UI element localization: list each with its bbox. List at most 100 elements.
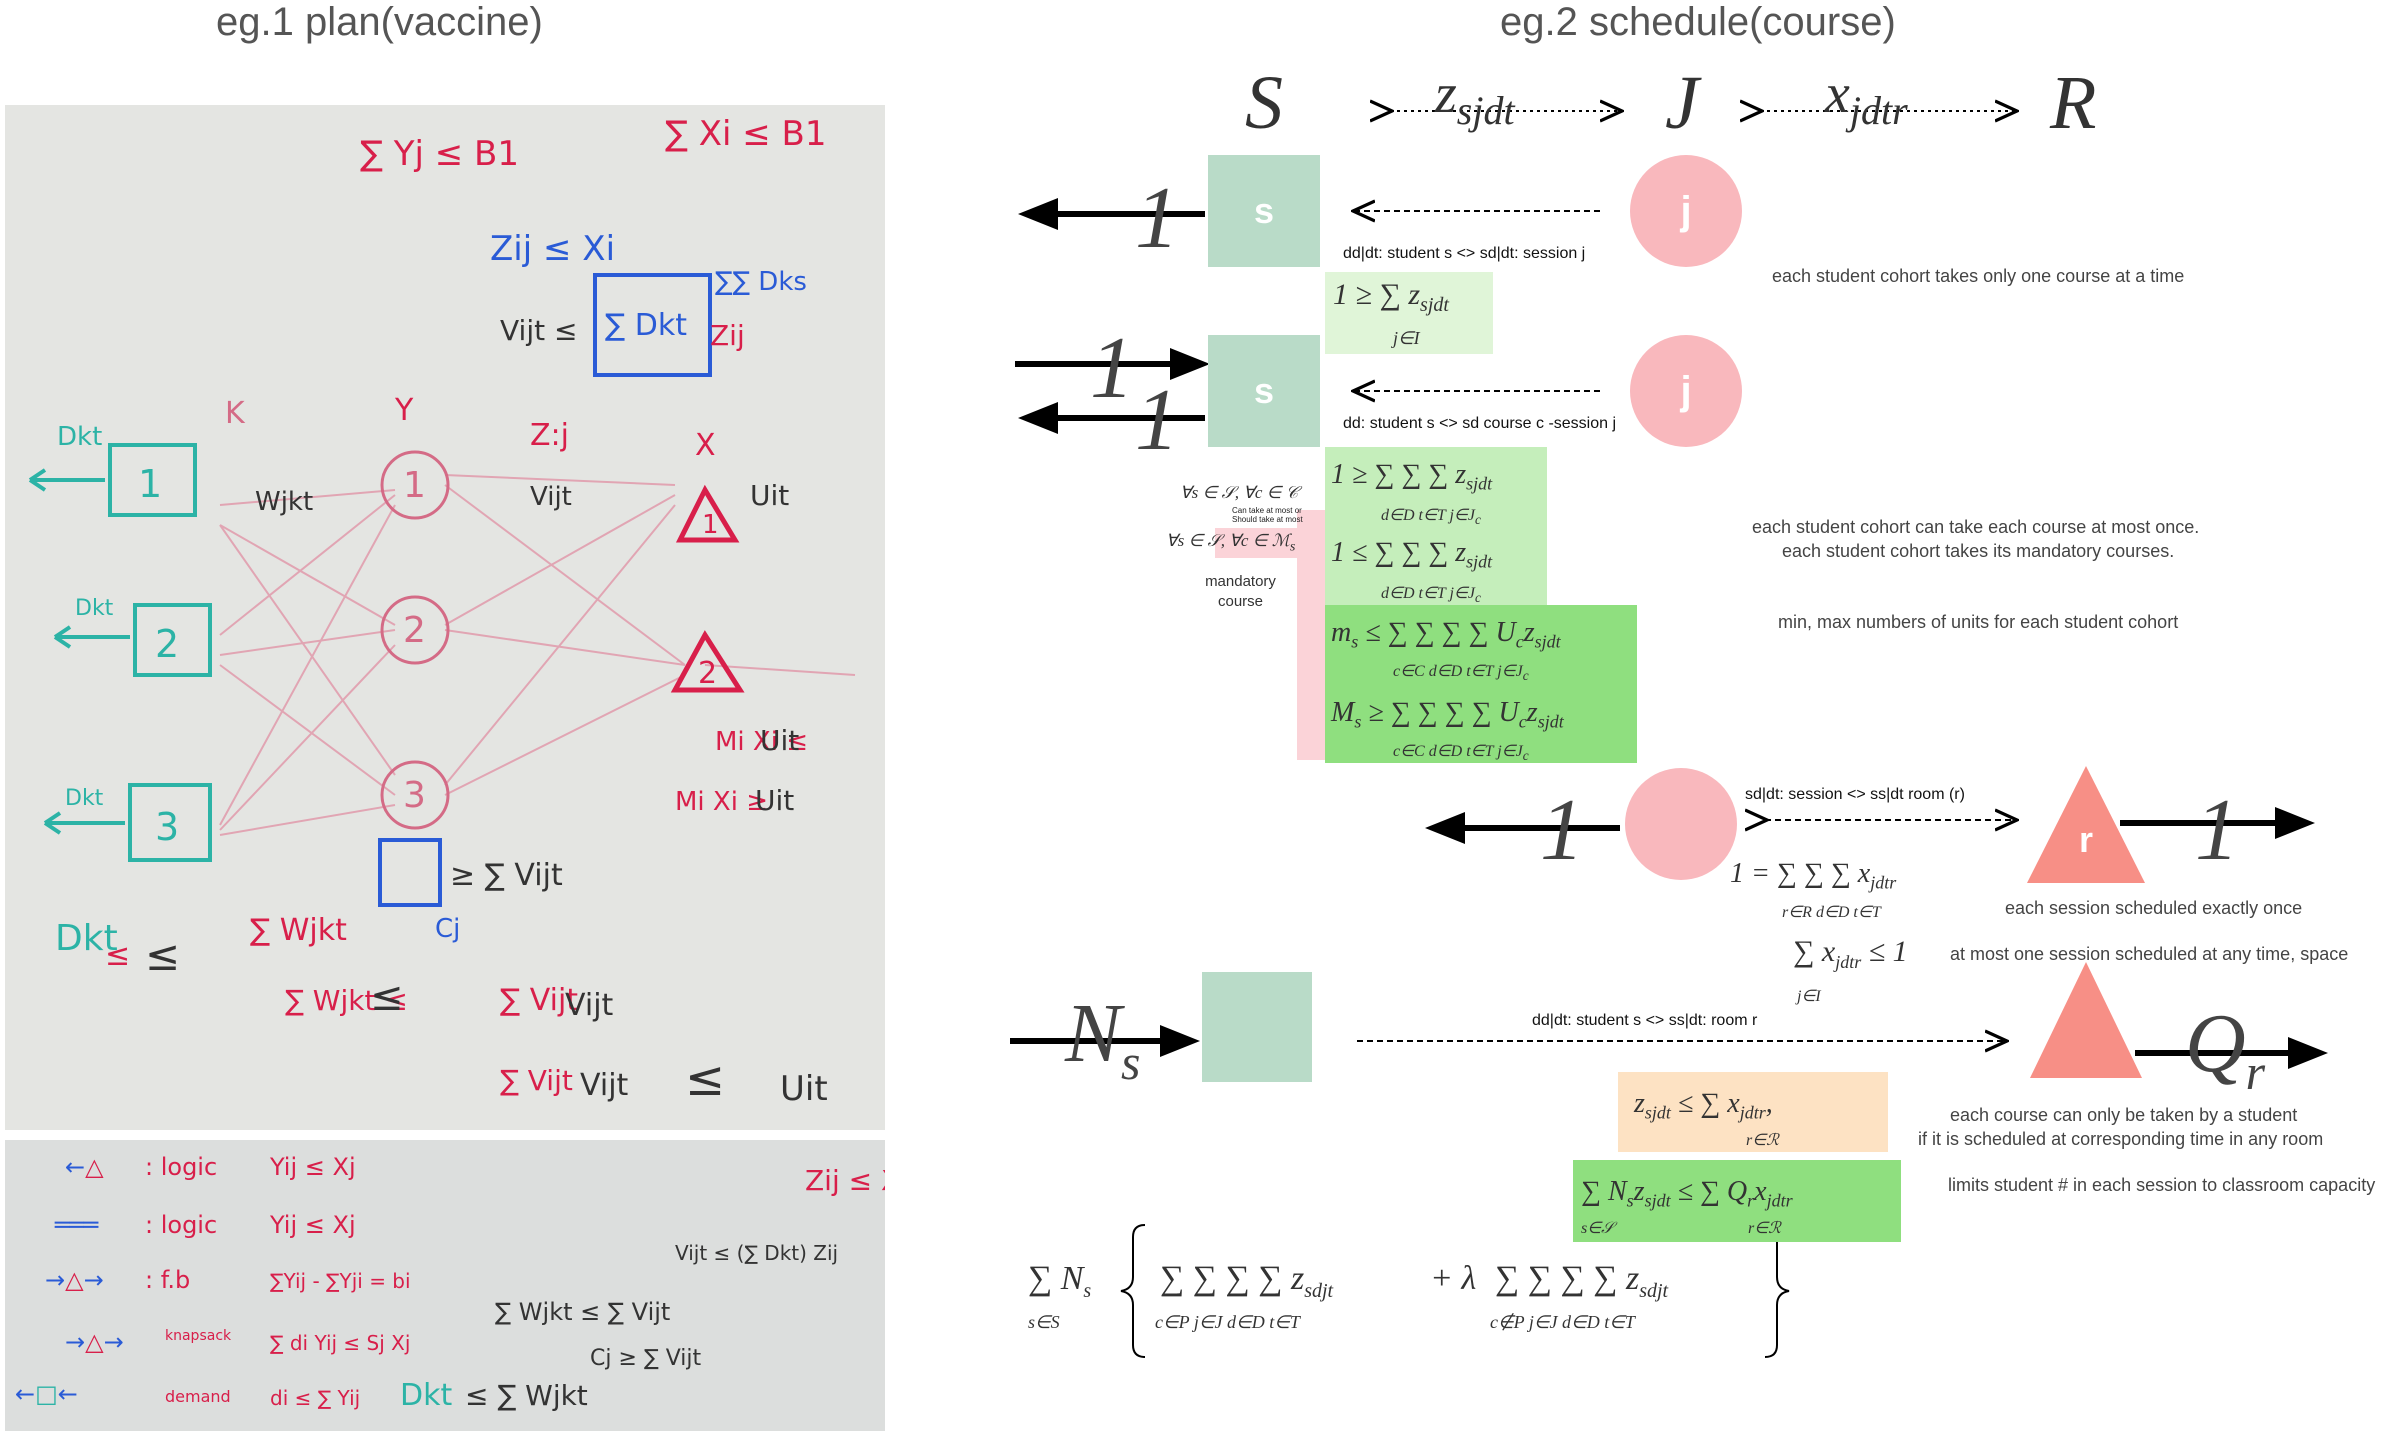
svg-text:Z:j: Z:j [530,418,569,453]
svg-text:≤: ≤ [145,931,180,980]
whiteboard-drawing: 1 2 3 Dkt Dkt Dkt Dkt 1 2 3 K 1 2 [28,114,856,1109]
demand-node-1 [108,443,197,517]
supply-triangle-2 [670,630,745,693]
row2-flow-in: 1 [1090,320,1134,417]
svg-text:∑∑ Dks: ∑∑ Dks [715,267,807,297]
svg-text:Zij ≤ Xi: Zij ≤ Xi [490,229,615,269]
row4-constraint-box-1: zsjdt ≤ ∑ xjdtr, r∈ℛ [1618,1072,1888,1152]
row4-note-2: if it is scheduled at corresponding time… [1918,1129,2324,1149]
svg-text:≤: ≤ [105,938,130,973]
svg-text:K: K [225,396,246,431]
svg-text:3: 3 [403,775,426,816]
svg-text:Vijt: Vijt [565,988,614,1023]
demand-node-3 [128,783,212,862]
row4-note-3: limits student # in each session to clas… [1948,1175,2376,1195]
svg-text:Zij: Zij [710,319,745,352]
svg-text:∑ Vijt: ∑ Vijt [500,1064,573,1097]
row2-session-circle: j [1630,335,1742,447]
room-triangle-q [2030,962,2142,1078]
legend-symbol-3: →△→ [45,1266,104,1294]
svg-text:Uit: Uit [755,784,794,817]
quantifier-2: ∀s ∈ 𝒮, ∀c ∈ ℳs [1166,531,1296,555]
header-R: R [2050,61,2097,145]
row2-link-label: dd: student s <> sd course c -session j [1343,415,1617,432]
row3-note: each session scheduled exactly once [2005,898,2303,918]
legend-symbol-5: ←□← [15,1380,78,1408]
svg-text:Cj ≥ ∑ Vijt: Cj ≥ ∑ Vijt [590,1346,702,1371]
row1-link-label: dd|dt: student s <> sd|dt: session j [1343,245,1586,262]
legend-symbol-4: →△→ [65,1328,124,1356]
svg-text:≤: ≤ [370,974,404,1020]
objective-function: ∑ Ns s∈S ∑ ∑ ∑ ∑ zsdjt c∈P j∈J d∈D t∈T +… [1028,1260,1669,1332]
row2-flow-out: 1 [1135,372,1179,469]
row3-link-label: sd|dt: session <> ss|dt room (r) [1745,786,1965,803]
svg-text:Dkt: Dkt [55,918,118,959]
svg-text:∑ Xi ≤ B1: ∑ Xi ≤ B1 [665,114,827,154]
row3-constraint-2-sub: j∈I [1797,988,1821,1005]
legend-kind-4: knapsack [165,1328,232,1344]
svg-text:∑ Yj ≤ B1: ∑ Yj ≤ B1 [360,134,519,174]
legend-eq-1: Yij ≤ Xj [269,1153,356,1181]
legend-kind-5: demand [165,1387,231,1406]
legend-eq-3: ∑Yij - ∑Yji = bi [270,1269,411,1293]
header-x: xjdtr [1825,63,1908,134]
svg-text:Dkt: Dkt [57,422,102,452]
row3-flow-out: 1 [2195,782,2239,879]
svg-text:≤ ∑ Wjkt: ≤ ∑ Wjkt [465,1379,588,1412]
svg-text:Wjkt: Wjkt [255,487,313,517]
legend-symbol-1: ←△ [65,1153,104,1181]
row2-note-2: each student cohort takes its mandatory … [1782,541,2175,561]
row4-Qr: Qr [2185,997,2266,1100]
svg-text:∑ Wjkt ≤: ∑ Wjkt ≤ [285,984,408,1017]
whiteboard-photo-bottom: ←△ : logic Yij ≤ Xj ═══ : logic Yij ≤ Xj… [5,1140,885,1431]
room-triangle-r-label: r [2078,819,2093,860]
header-J: J [1665,61,1699,145]
svg-text:Mi Xi ≤: Mi Xi ≤ [715,727,808,757]
svg-text:Vijt: Vijt [530,482,572,512]
svg-text:X: X [695,428,716,463]
header-S: S [1245,61,1283,145]
legend-kind-2: : logic [145,1211,217,1239]
row2-constraint-box-upper: 1 ≥ ∑ ∑ ∑ zsjdt d∈D t∈T j∈Jc 1 ≤ ∑ ∑ ∑ z… [1325,447,1547,609]
svg-text:Vijt ≤ (∑ Dkt) Zij: Vijt ≤ (∑ Dkt) Zij [675,1241,838,1265]
svg-text:≥ ∑ Vijt: ≥ ∑ Vijt [450,858,563,893]
svg-text:Uit: Uit [750,479,789,512]
row3-session-circle [1625,768,1737,880]
demand-node-3-label: 3 [155,805,179,849]
room-triangle-r [2027,766,2145,883]
mandatory-label: mandatory course [1205,573,1276,610]
svg-text:Uit: Uit [760,724,799,757]
svg-text:2: 2 [403,610,426,651]
row3-flow-in: 1 [1540,782,1584,879]
row4-link-label: dd|dt: student s <> ss|dt: room r [1532,1012,1758,1029]
row4-constraint-box-2: ∑ Nszsjdt ≤ ∑ Qrxjdtr s∈𝒮 r∈ℛ [1573,1160,1901,1242]
legend-symbol-2: ═══ [54,1211,99,1239]
whiteboard-photo-top: 1 2 3 Dkt Dkt Dkt Dkt 1 2 3 K 1 2 [5,105,885,1130]
svg-text:1: 1 [403,465,426,506]
demand-node-2-label: 2 [155,622,179,666]
row2-student-square: s [1208,335,1320,447]
legend-eq-4: ∑ di Yij ≤ Sj Xj [270,1331,410,1355]
demand-node-1-label: 1 [138,462,162,506]
row4-Ns: Ns [1065,987,1141,1090]
legend-kind-3: : f.b [145,1266,190,1294]
legend-eq-5: di ≤ ∑ Yij [270,1386,360,1410]
svg-text:∑ Dkt: ∑ Dkt [605,308,687,343]
eg1-title: eg.1 plan(vaccine) [216,0,543,44]
svg-text:∑ Wjkt ≤ ∑ Vijt: ∑ Wjkt ≤ ∑ Vijt [495,1298,670,1326]
svg-text:Y: Y [394,393,414,428]
svg-text:Dkt: Dkt [75,596,114,621]
row2-note-1: each student cohort can take each course… [1752,517,2200,537]
svg-text:≤: ≤ [685,1051,725,1107]
header-z: zsjdt [1435,63,1515,134]
svg-text:Dkt: Dkt [65,786,104,811]
row4-note-1: each course can only be taken by a stude… [1950,1105,2298,1125]
row3-note-2: at most one session scheduled at any tim… [1950,944,2349,964]
svg-text:∑ Vijt: ∑ Vijt [500,983,578,1018]
row3-constraint-2: ∑ xjdtr ≤ 1 [1793,935,1908,972]
row1-student-square: s [1208,155,1320,267]
quantifier-1: ∀s ∈ 𝒮, ∀c ∈ 𝒞 [1180,483,1299,502]
row2-constraint-box-lower: ms ≤ ∑ ∑ ∑ ∑ Uczsjdt c∈C d∈D t∈T j∈Jc Ms… [1325,605,1637,763]
mandatory-quant-highlight [1215,528,1325,558]
